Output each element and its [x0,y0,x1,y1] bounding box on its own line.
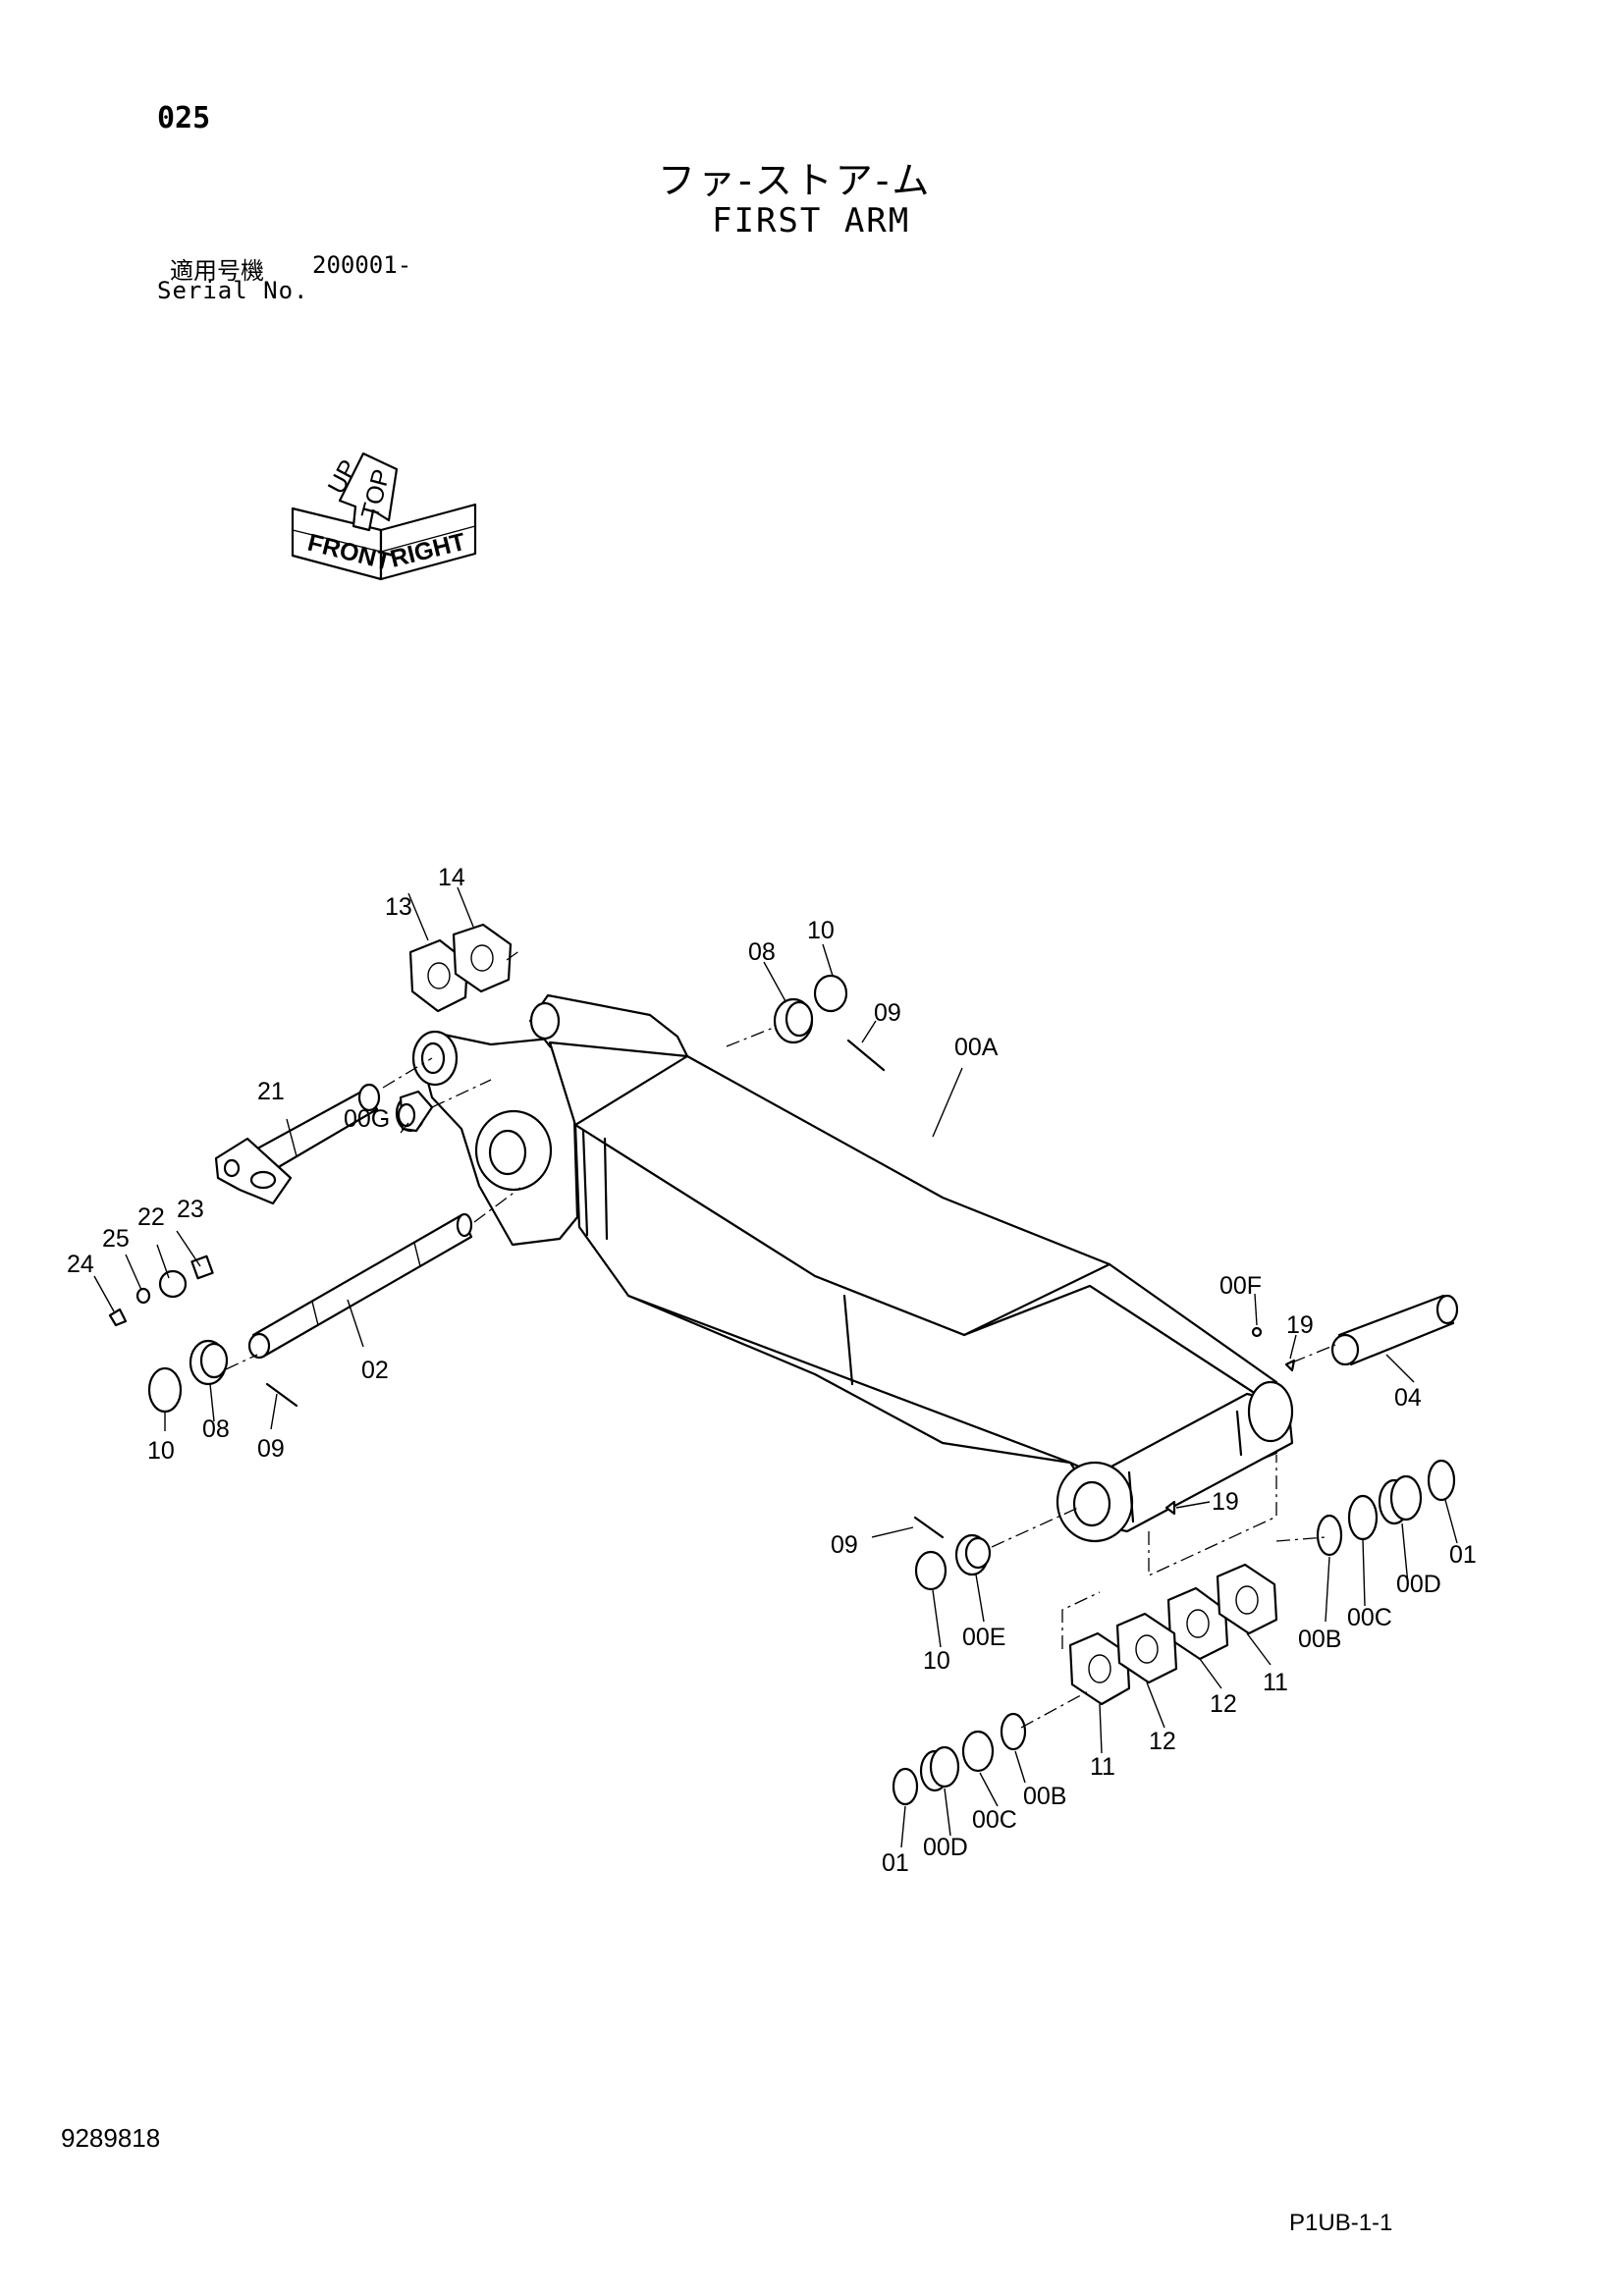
callout-labels: 00A 00G 00F 00E 00B 00C 00D 01 00B 00C 0… [67,864,1477,1877]
callout-11-right: 11 [1263,1669,1288,1696]
callout-09-top: 09 [874,999,901,1027]
callout-19-upper: 19 [1286,1311,1314,1339]
small-hardware-22-25 [108,1255,214,1327]
callout-08-top: 08 [748,938,776,966]
pin-02 [247,1212,473,1360]
bottom-bushing-set [892,1712,1027,1806]
top-bushing-set [773,974,886,1072]
assembly-axis-lines [225,949,1336,1729]
serial-label-japanese: 適用号機 [170,257,264,285]
callout-01-bottom: 01 [882,1849,909,1877]
callout-00F: 00F [1219,1272,1262,1300]
callout-08-left: 08 [202,1415,230,1443]
callout-01-right: 01 [1449,1541,1477,1569]
callout-12-right: 12 [1210,1690,1237,1718]
callout-00B-right: 00B [1298,1626,1341,1653]
collar-00G [395,1090,434,1133]
bolts-00F-19 [1164,1326,1296,1516]
callout-25: 25 [102,1225,130,1253]
callout-21: 21 [257,1078,285,1105]
callout-14: 14 [438,864,465,891]
callout-00D-bottom: 00D [923,1834,968,1861]
callout-00D-right: 00D [1396,1571,1441,1598]
pin-21-with-plate [214,1083,381,1205]
callout-10-middle: 10 [923,1647,950,1675]
shims-11-12-right [1166,1563,1278,1661]
pin-04 [1330,1294,1459,1366]
title-english: FIRST ARM [712,201,911,240]
callout-04: 04 [1394,1384,1422,1412]
page-number: 025 [157,101,211,135]
callout-22: 22 [137,1203,165,1231]
callout-19-lower: 19 [1212,1488,1239,1516]
serial-label-english: Serial No. [157,277,309,304]
callout-13: 13 [385,893,412,921]
callout-00G: 00G [344,1105,390,1133]
callout-23: 23 [177,1196,204,1223]
callout-00E: 00E [962,1624,1005,1651]
right-bushing-set [1316,1459,1456,1557]
first-arm-body [411,993,1294,1543]
callout-12-bottom: 12 [1149,1728,1176,1755]
callout-02: 02 [361,1357,389,1384]
title-japanese: ファ-ストア-ム [658,159,933,202]
document-number: 9289818 [61,2123,161,2153]
callout-00C-right: 00C [1347,1604,1392,1631]
shims-13-14 [408,923,513,1013]
front-middle-bushing-set [913,1516,992,1591]
orientation-cube-icon: UP TOP FRONT RIGHT [291,452,477,581]
leader-lines [93,886,1458,1848]
callout-00B-bottom: 00B [1023,1783,1066,1810]
callout-09-left: 09 [257,1435,285,1463]
shims-11-12-bottom [1068,1612,1178,1706]
callout-00A: 00A [954,1034,999,1061]
left-bushing-set [147,1339,298,1414]
callout-00C-bottom: 00C [972,1806,1017,1834]
page-code: P1UB-1-1 [1289,2210,1393,2236]
callout-09-middle: 09 [831,1531,858,1559]
callout-10-top: 10 [807,917,835,944]
callout-10-left: 10 [147,1437,175,1465]
callout-24: 24 [67,1251,94,1278]
callout-11-bottom: 11 [1090,1753,1115,1781]
serial-range: 200001- [312,251,412,279]
